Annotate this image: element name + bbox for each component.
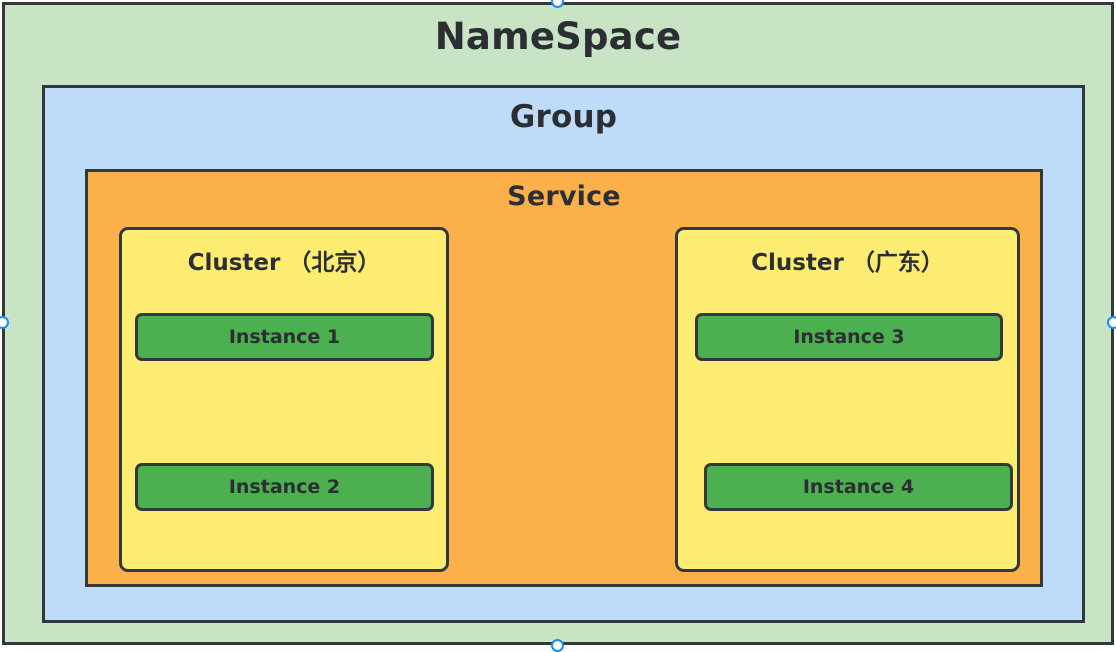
cluster-box-beijing[interactable]: Cluster （北京） Instance 1 Instance 2 <box>119 227 449 572</box>
namespace-title: NameSpace <box>434 15 682 58</box>
selection-handle-bottom[interactable] <box>551 639 564 652</box>
instance-box-3[interactable]: Instance 3 <box>695 313 1003 361</box>
cluster-title-guangdong: Cluster （广东） <box>751 250 944 276</box>
instance-box-1[interactable]: Instance 1 <box>135 313 434 361</box>
cluster-box-guangdong[interactable]: Cluster （广东） Instance 3 Instance 4 <box>675 227 1020 572</box>
cluster-title-beijing: Cluster （北京） <box>187 250 381 276</box>
service-title: Service <box>507 181 621 212</box>
group-title: Group <box>509 99 618 135</box>
selection-handle-right[interactable] <box>1107 316 1116 329</box>
service-box[interactable]: Service Cluster （北京） Instance 1 Instance… <box>85 169 1043 587</box>
selection-handle-left[interactable] <box>0 316 9 329</box>
group-box[interactable]: Group Service Cluster （北京） Instance 1 In… <box>42 85 1085 623</box>
instance-box-4[interactable]: Instance 4 <box>704 463 1013 511</box>
instance-box-2[interactable]: Instance 2 <box>135 463 434 511</box>
selection-handle-top[interactable] <box>551 0 564 8</box>
